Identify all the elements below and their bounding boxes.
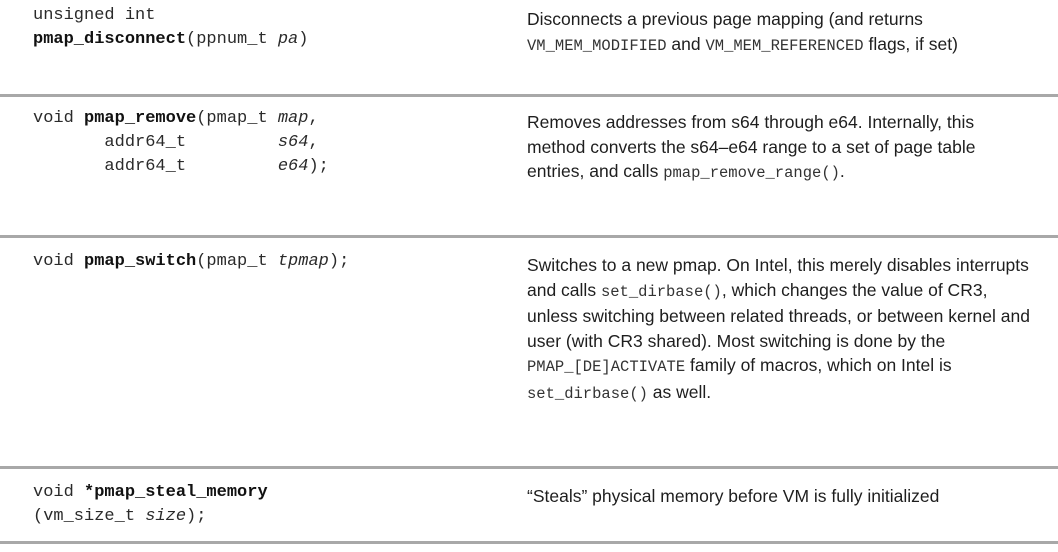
text-segment: );	[328, 252, 350, 271]
signature-line: void pmap_switch(pmap_t tpmap);	[33, 250, 349, 274]
code-term: VM_MEM_MODIFIED	[527, 36, 667, 55]
function-name: *pmap_steal_memory	[84, 483, 268, 502]
code-term: VM_MEM_REFERENCED	[705, 36, 864, 55]
table-row: void *pmap_steal_memory(vm_size_t size);…	[0, 469, 1058, 541]
text-segment: );	[186, 507, 207, 526]
function-name: pmap_disconnect	[33, 30, 187, 49]
text-segment: void	[33, 483, 85, 502]
function-description: “Steals” physical memory before VM is fu…	[527, 484, 1032, 509]
text-segment: “Steals” physical memory before VM is fu…	[527, 486, 940, 506]
parameter-name: map	[277, 109, 309, 128]
text-segment: addr64_t	[33, 133, 278, 152]
row-divider	[0, 94, 1058, 97]
table-bottom-border	[0, 541, 1058, 544]
parameter-name: tpmap	[277, 252, 329, 271]
function-description: Removes addresses from s64 through e64. …	[527, 110, 1032, 186]
row-divider	[0, 235, 1058, 238]
text-segment: and	[666, 33, 706, 54]
signature-line: addr64_t e64);	[33, 155, 329, 179]
text-segment: )	[298, 30, 309, 49]
parameter-name: pa	[277, 30, 299, 49]
table-row: void pmap_switch(pmap_t tpmap); Switches…	[0, 238, 1058, 466]
function-name: pmap_switch	[84, 252, 197, 271]
text-segment: Disconnects a previous page mapping (and…	[527, 9, 923, 29]
text-segment: );	[308, 157, 329, 176]
signature-line: addr64_t s64,	[33, 131, 329, 155]
text-segment: addr64_t	[33, 157, 278, 176]
function-signature: unsigned int pmap_disconnect(ppnum_t pa)	[33, 4, 308, 52]
function-signature: void *pmap_steal_memory(vm_size_t size);	[33, 481, 268, 529]
function-name: pmap_remove	[84, 109, 197, 128]
text-segment: as well.	[647, 381, 712, 402]
code-term: set_dirbase()	[527, 384, 648, 403]
signature-line: (vm_size_t size);	[33, 505, 268, 529]
text-segment: (pmap_t	[196, 252, 278, 271]
text-segment: ,	[308, 133, 319, 152]
table-row: void pmap_remove(pmap_t map, addr64_t s6…	[0, 97, 1058, 235]
text-segment: void	[33, 252, 85, 271]
signature-line: void pmap_remove(pmap_t map,	[33, 107, 329, 131]
function-description: Disconnects a previous page mapping (and…	[527, 7, 1032, 58]
parameter-name: s64	[277, 133, 309, 152]
row-divider	[0, 466, 1058, 469]
text-segment: Removes addresses from s64 through e64. …	[527, 112, 976, 181]
code-term: set_dirbase()	[600, 282, 722, 301]
text-segment: family of macros, which on Intel is	[685, 355, 952, 375]
function-signature: void pmap_switch(pmap_t tpmap);	[33, 250, 349, 274]
code-term: PMAP_[DE]ACTIVATE	[527, 358, 686, 376]
text-segment: (pmap_t	[196, 109, 278, 128]
code-term: pmap_remove_range()	[663, 164, 840, 182]
function-signature: void pmap_remove(pmap_t map, addr64_t s6…	[33, 107, 329, 179]
text-segment: Switches to a new pmap. On Intel, this m…	[527, 255, 1029, 300]
text-segment: (ppnum_t	[186, 30, 278, 49]
text-segment: ,	[308, 109, 319, 128]
text-segment: void	[33, 109, 85, 128]
signature-line: pmap_disconnect(ppnum_t pa)	[33, 28, 308, 52]
parameter-name: size	[145, 507, 187, 526]
signature-line: void *pmap_steal_memory	[33, 481, 268, 505]
text-segment: .	[839, 161, 845, 181]
signature-line: unsigned int	[33, 4, 308, 28]
text-segment: (vm_size_t	[33, 507, 146, 526]
text-segment: , which changes the value of CR3, unless…	[527, 279, 1030, 351]
parameter-name: e64	[277, 157, 309, 176]
function-description: Switches to a new pmap. On Intel, this m…	[527, 253, 1032, 406]
text-segment: unsigned int	[33, 6, 156, 25]
text-segment: flags, if set)	[863, 33, 958, 54]
